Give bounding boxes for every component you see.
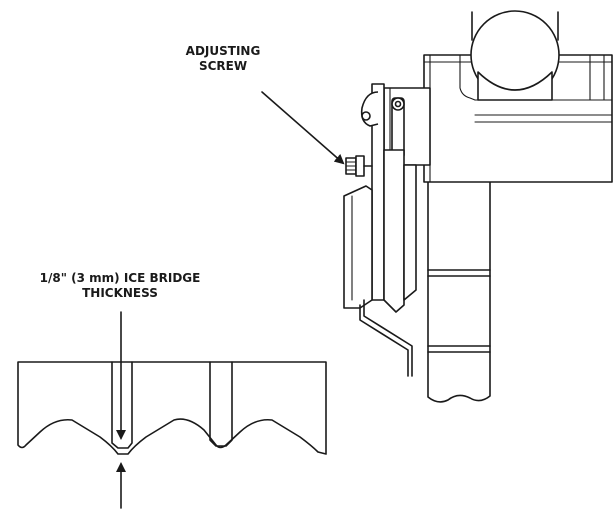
ice-bridge-label-line2: THICKNESS — [82, 286, 158, 300]
probe-plate — [383, 149, 405, 313]
probe-paddle — [343, 185, 373, 309]
adjusting-screw-label-line1: ADJUSTING — [185, 44, 261, 58]
ice-profile-outline — [17, 361, 327, 455]
ice-bridge-slot — [111, 361, 133, 449]
hinge-tab — [360, 91, 379, 127]
evaporator-column — [427, 169, 491, 403]
ice-cell-divider — [209, 361, 233, 447]
ice-bridge-label: 1/8" (3 mm) ICE BRIDGE THICKNESS — [20, 271, 220, 301]
evaporator-assembly — [343, 10, 613, 403]
adjusting-screw-arrow — [261, 91, 345, 165]
probe-plate-front — [403, 164, 417, 301]
probe-wire — [359, 304, 409, 377]
ice-bridge-label-line1: 1/8" (3 mm) ICE BRIDGE — [39, 271, 201, 285]
adjusting-screw-nut — [355, 155, 365, 177]
ice-cube-profile — [17, 361, 327, 455]
adjusting-screw-label-line2: SCREW — [198, 59, 248, 73]
tube-clamp — [477, 71, 553, 101]
adjusting-screw-label: ADJUSTING SCREW — [168, 44, 278, 74]
